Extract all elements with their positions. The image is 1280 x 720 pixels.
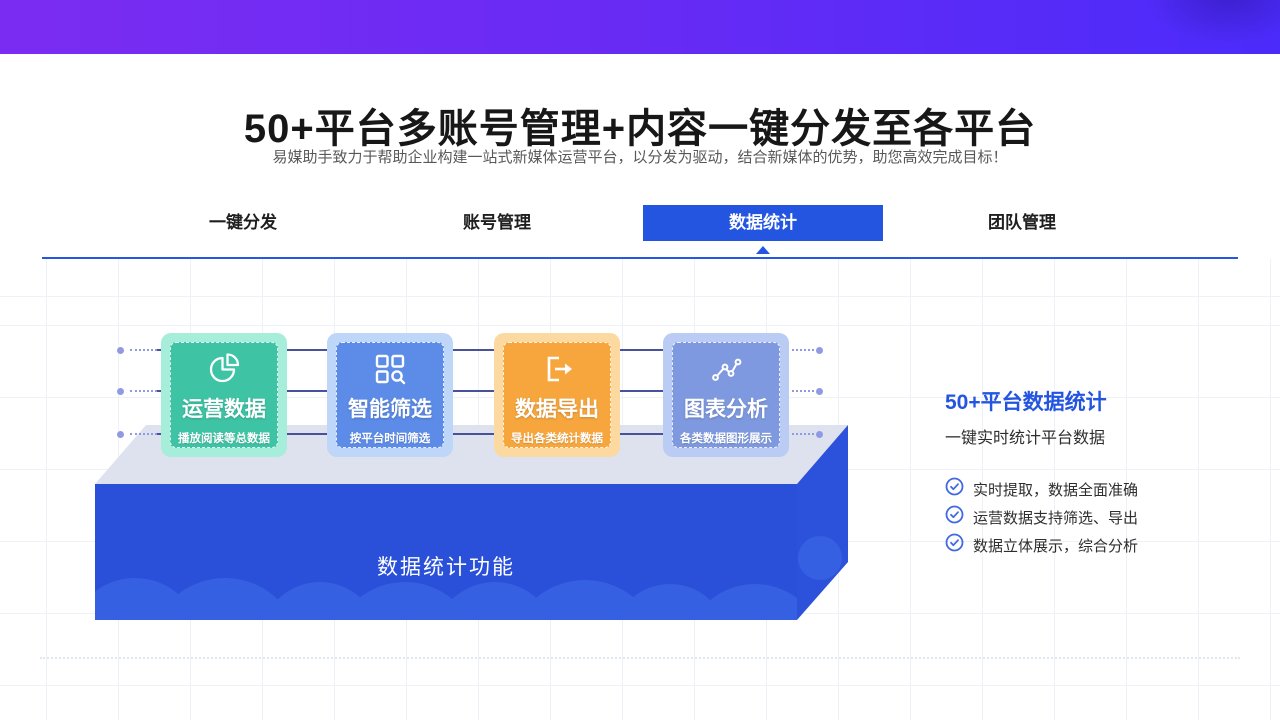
feature-card-data-export: 数据导出 导出各类统计数据 bbox=[494, 333, 620, 457]
pie-chart-icon bbox=[205, 350, 243, 388]
card-subtitle: 播放阅读等总数据 bbox=[178, 433, 270, 445]
feature-card-chart-analysis: 图表分析 各类数据图形展示 bbox=[663, 333, 789, 457]
dot-icon bbox=[117, 388, 124, 395]
card-title: 运营数据 bbox=[182, 398, 266, 421]
dashed-line bbox=[130, 390, 157, 392]
dot-icon bbox=[117, 347, 124, 354]
list-item-label: 运营数据支持筛选、导出 bbox=[973, 509, 1139, 527]
page-title: 50+平台多账号管理+内容一键分发至各平台 bbox=[243, 107, 1037, 151]
list-item-label: 数据立体展示，综合分析 bbox=[973, 537, 1139, 555]
dot-icon bbox=[816, 388, 823, 395]
3d-platform-illustration bbox=[95, 425, 848, 620]
card-title: 数据导出 bbox=[515, 398, 599, 421]
top-banner bbox=[0, 0, 1280, 54]
connector-line bbox=[157, 390, 789, 392]
export-icon bbox=[538, 350, 576, 388]
connector-line bbox=[157, 349, 789, 351]
dot-icon bbox=[117, 431, 124, 438]
tab-team-management[interactable]: 团队管理 bbox=[988, 213, 1056, 232]
list-item: 实时提取，数据全面准确 bbox=[945, 475, 1265, 503]
benefit-list: 实时提取，数据全面准确 运营数据支持筛选、导出 bbox=[945, 475, 1265, 559]
feature-card-operation-data: 运营数据 播放阅读等总数据 bbox=[161, 333, 287, 457]
panel-subheading: 一键实时统计平台数据 bbox=[945, 430, 1106, 447]
dashed-line bbox=[130, 349, 157, 351]
tab-data-statistics[interactable]: 数据统计 bbox=[643, 205, 883, 254]
scatter-chart-icon bbox=[707, 350, 745, 388]
connector-line bbox=[157, 433, 789, 435]
panel-heading: 50+平台数据统计 bbox=[945, 391, 1107, 414]
dot-icon bbox=[816, 347, 823, 354]
feature-card-smart-filter: 智能筛选 按平台时间筛选 bbox=[327, 333, 453, 457]
card-title: 图表分析 bbox=[684, 398, 768, 421]
check-circle-icon bbox=[945, 477, 964, 501]
tab-one-click-publish[interactable]: 一键分发 bbox=[209, 213, 277, 232]
dot-icon bbox=[816, 431, 823, 438]
dashed-line bbox=[130, 433, 157, 435]
card-subtitle: 按平台时间筛选 bbox=[349, 433, 431, 445]
tab-label: 数据统计 bbox=[729, 213, 797, 232]
dashed-line bbox=[792, 433, 814, 435]
card-title: 智能筛选 bbox=[348, 398, 432, 421]
card-subtitle: 各类数据图形展示 bbox=[680, 433, 772, 445]
card-subtitle: 导出各类统计数据 bbox=[511, 433, 603, 445]
check-circle-icon bbox=[945, 533, 964, 557]
dashed-line bbox=[792, 349, 814, 351]
active-tab-pointer-icon bbox=[756, 246, 770, 254]
grid-search-icon bbox=[371, 350, 409, 388]
platform-label: 数据统计功能 bbox=[377, 556, 515, 579]
tab-account-management[interactable]: 账号管理 bbox=[463, 213, 531, 232]
tabs-underline bbox=[42, 257, 1238, 259]
dashed-line bbox=[792, 390, 814, 392]
list-item: 运营数据支持筛选、导出 bbox=[945, 503, 1265, 531]
page-subtitle: 易媒助手致力于帮助企业构建一站式新媒体运营平台，以分发为驱动，结合新媒体的优势，… bbox=[272, 149, 1008, 166]
info-panel: 50+平台数据统计 一键实时统计平台数据 实时提取，数据全面准确 bbox=[945, 386, 1265, 559]
check-circle-icon bbox=[945, 505, 964, 529]
list-item-label: 实时提取，数据全面准确 bbox=[973, 481, 1139, 499]
list-item: 数据立体展示，综合分析 bbox=[945, 531, 1265, 559]
grid-dotted-line bbox=[40, 657, 1240, 659]
